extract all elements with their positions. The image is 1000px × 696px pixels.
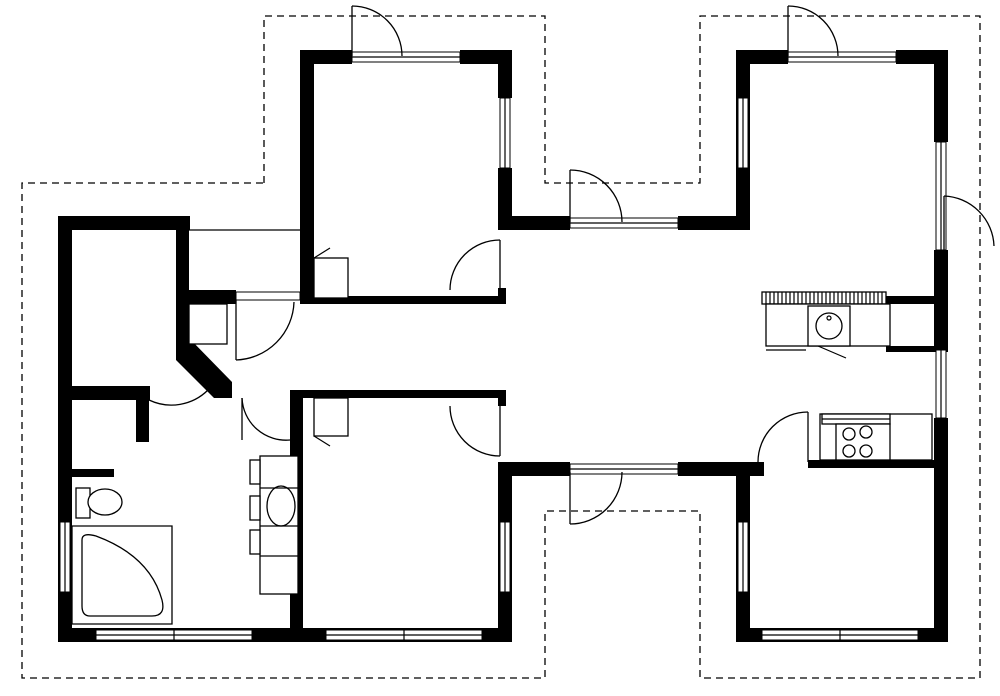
- door-swing-icon: [449, 239, 501, 292]
- site-boundary: [21, 15, 981, 679]
- wardrobe: [313, 257, 349, 299]
- wall-hall-south-b: [678, 462, 764, 476]
- door-swing-icon: [943, 195, 995, 250]
- door-swing-icon: [351, 5, 403, 57]
- wall-diagonal: [176, 338, 232, 398]
- door-swing-icon: [569, 471, 623, 525]
- wall-storage-south: [176, 290, 236, 304]
- door-swing-icon: [569, 169, 623, 223]
- wall-tr-east-a: [934, 50, 948, 142]
- wall-bath-shelf: [72, 469, 114, 477]
- wall-tl-south-stub: [498, 288, 506, 304]
- wall-bath-stub: [136, 390, 149, 442]
- door-swing-icon: [449, 405, 501, 457]
- wall-kitchen-mid: [886, 346, 948, 352]
- wall-tl-east-a: [498, 50, 512, 98]
- door-swing-icon: [757, 411, 809, 463]
- stove-icon: [819, 413, 933, 461]
- wall-tl-west: [300, 50, 314, 304]
- door-swing-icon: [241, 397, 291, 441]
- windows: [59, 51, 947, 641]
- wall-kitchen-top: [886, 296, 948, 304]
- door-swing-icon: [787, 5, 839, 57]
- wall-hall-north-a: [498, 216, 570, 230]
- wall-hall-south-a: [498, 462, 570, 476]
- window-icon: [235, 291, 301, 301]
- storage-shelf: [188, 303, 228, 345]
- fixtures: [71, 229, 933, 625]
- sink-icon: [249, 455, 299, 595]
- wall-storage-east: [176, 216, 189, 338]
- wall-mid-north: [290, 390, 506, 398]
- bathtub-icon: [71, 525, 173, 625]
- wall-tl-east-b: [498, 168, 512, 230]
- wall-west-top: [58, 216, 190, 230]
- kitchen-sink-icon: [761, 291, 932, 359]
- doors: [148, 5, 995, 525]
- wall-tr-north-a: [736, 50, 788, 64]
- wall-hall-north-b: [678, 216, 750, 230]
- wall-east-south: [934, 418, 948, 642]
- toilet-icon: [75, 487, 123, 519]
- door-swing-icon: [148, 361, 209, 406]
- wardrobe: [313, 397, 349, 437]
- wall-br-north: [808, 460, 948, 468]
- door-swing-icon: [235, 300, 295, 361]
- wall-mid-north-stub: [498, 390, 506, 406]
- wall-bath-north: [72, 386, 150, 400]
- wall-tl-south: [300, 296, 506, 304]
